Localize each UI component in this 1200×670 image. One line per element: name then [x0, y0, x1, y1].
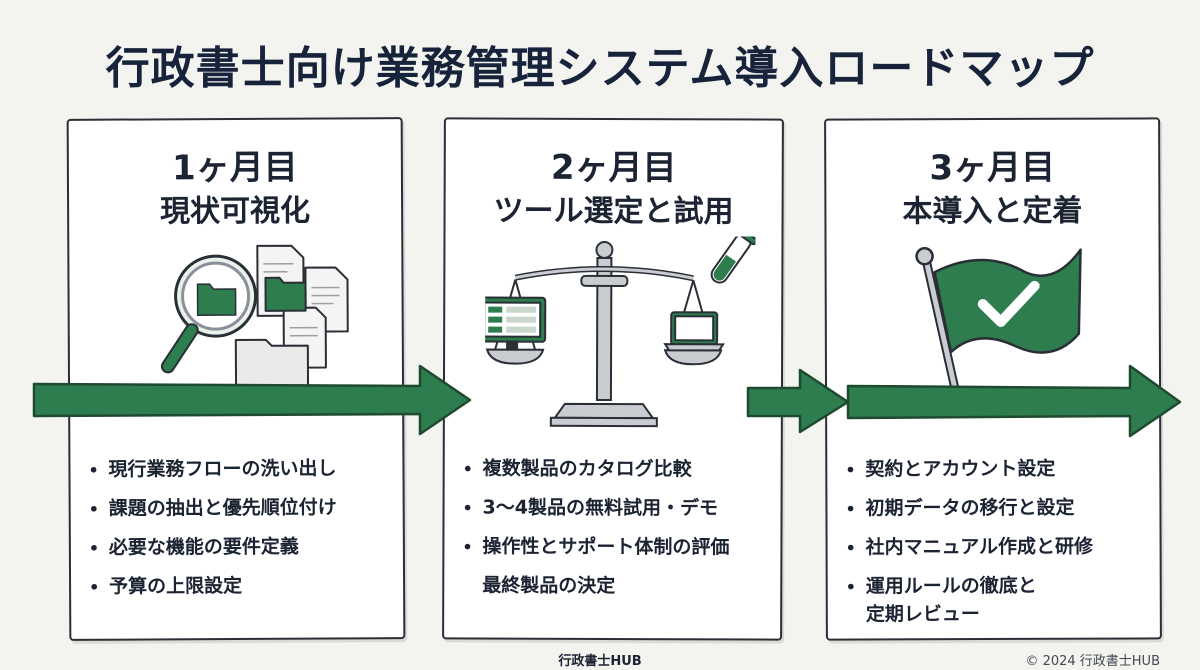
magnifier-documents-icon	[160, 244, 349, 387]
arrow-segment-1	[32, 364, 472, 436]
phase-card-1: 1ヶ月目 現状可視化 •現行業務フローの洗い出し •課題の抽出と優先順位付け •…	[66, 117, 406, 641]
page-title: 行政書士向け業務管理システム導入ロードマップ	[105, 43, 1095, 94]
arrow-segment-2	[746, 368, 850, 434]
arrow-segment-3	[846, 364, 1182, 438]
footer-brand: 行政書士HUB	[558, 654, 642, 669]
phase-card-2: 2ヶ月目 ツール選定と試用	[442, 117, 784, 641]
balance-scale-icon	[484, 235, 756, 428]
footer-copyright: © 2024 行政書士HUB	[1025, 654, 1160, 669]
